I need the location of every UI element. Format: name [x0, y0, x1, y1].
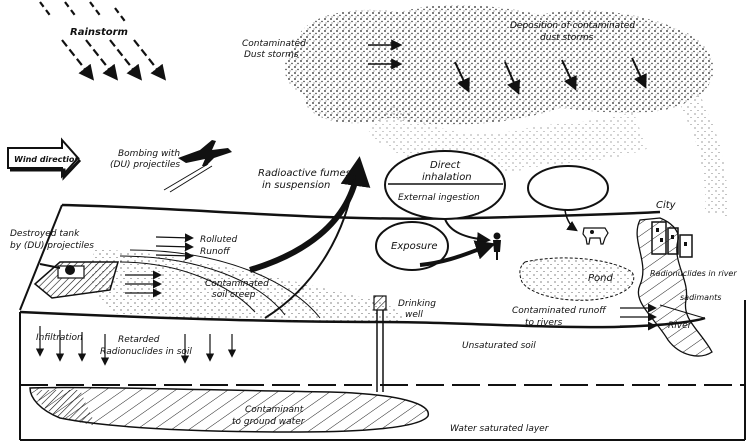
label-water-saturated-layer: Water saturated layer	[450, 424, 550, 434]
drinking-well-icon	[373, 295, 387, 392]
label-drinking-well-1: Drinking	[398, 299, 436, 309]
deposition-arrows	[454, 57, 647, 95]
label-polluted-runoff-2: Runoff	[200, 247, 231, 257]
label-rainstorm: Rainstorm	[70, 27, 128, 38]
text-labels: Rainstorm Contaminated Dust storms Depos…	[10, 21, 737, 434]
label-drinking-well-2: well	[405, 310, 423, 320]
label-contaminated-runoff-2: to rivers	[525, 318, 563, 328]
label-river-sediments-2: sadimants	[680, 293, 721, 302]
river-runoff-arrows	[620, 303, 657, 331]
label-direct-inhalation-2: inhalation	[422, 172, 472, 183]
label-bombing-2: (DU) projectiles	[110, 160, 180, 170]
tank-icon	[33, 261, 119, 299]
label-direct-inhalation-1: Direct	[430, 160, 461, 171]
label-dust-storms-2: Dust storms	[244, 50, 299, 60]
label-polluted-runoff-1: Rolluted	[200, 235, 238, 245]
dust-cloud	[284, 4, 728, 222]
label-unsaturated-soil: Unsaturated soil	[462, 341, 536, 351]
exposure-ellipse	[375, 221, 449, 271]
label-infiltration: Infiltration	[36, 333, 83, 343]
label-destroyed-tank-1: Destroyed tank	[10, 229, 80, 239]
groundwater-plume	[29, 386, 429, 433]
label-contaminant-1: Contaminant	[245, 405, 304, 415]
label-dust-storms-1: Contaminated	[242, 39, 306, 49]
rain-arrows	[39, 1, 167, 81]
deposition-ellipse	[527, 165, 609, 211]
label-retarded-2: Radionuclides in soil	[100, 347, 192, 357]
label-external-ingestion: External ingestion	[398, 193, 480, 203]
dust-storm-arrows	[368, 39, 403, 70]
label-deposition-1: Deposition of contaminated	[510, 21, 635, 31]
wind-direction-arrow	[7, 137, 82, 181]
fumes-arrow	[249, 156, 371, 319]
pond	[519, 257, 635, 301]
inhalation-ellipse	[384, 150, 506, 220]
label-destroyed-tank-2: by (DU) projectiles	[10, 241, 94, 251]
label-wind-direction: Wind direction	[14, 155, 80, 164]
label-fumes-1: Radioactive fumes	[258, 168, 351, 179]
person-icon	[493, 232, 501, 260]
label-river: River	[668, 321, 693, 331]
pathway-arrows	[419, 209, 578, 267]
label-bombing-1: Bombing with	[118, 149, 180, 159]
label-soil-creep-1: Contaminated	[205, 279, 269, 289]
label-deposition-2: dust storms	[540, 33, 594, 43]
runoff-arrows	[125, 233, 194, 298]
label-river-sediments-1: Radionuclides in river	[650, 269, 737, 278]
label-exposure: Exposure	[391, 241, 438, 252]
infiltration-arrows	[35, 326, 237, 366]
label-contaminated-runoff-1: Contaminated runoff	[512, 306, 607, 316]
jet-icon	[163, 140, 232, 193]
label-city: City	[656, 200, 677, 211]
label-retarded-1: Retarded	[118, 335, 160, 345]
label-contaminant-2: to ground water	[232, 417, 306, 427]
soil-creep-zone	[90, 249, 402, 322]
label-fumes-2: in suspension	[262, 180, 330, 191]
label-soil-creep-2: soil creep	[212, 290, 256, 300]
cow-icon	[582, 227, 609, 245]
label-pond: Pond	[588, 273, 613, 284]
